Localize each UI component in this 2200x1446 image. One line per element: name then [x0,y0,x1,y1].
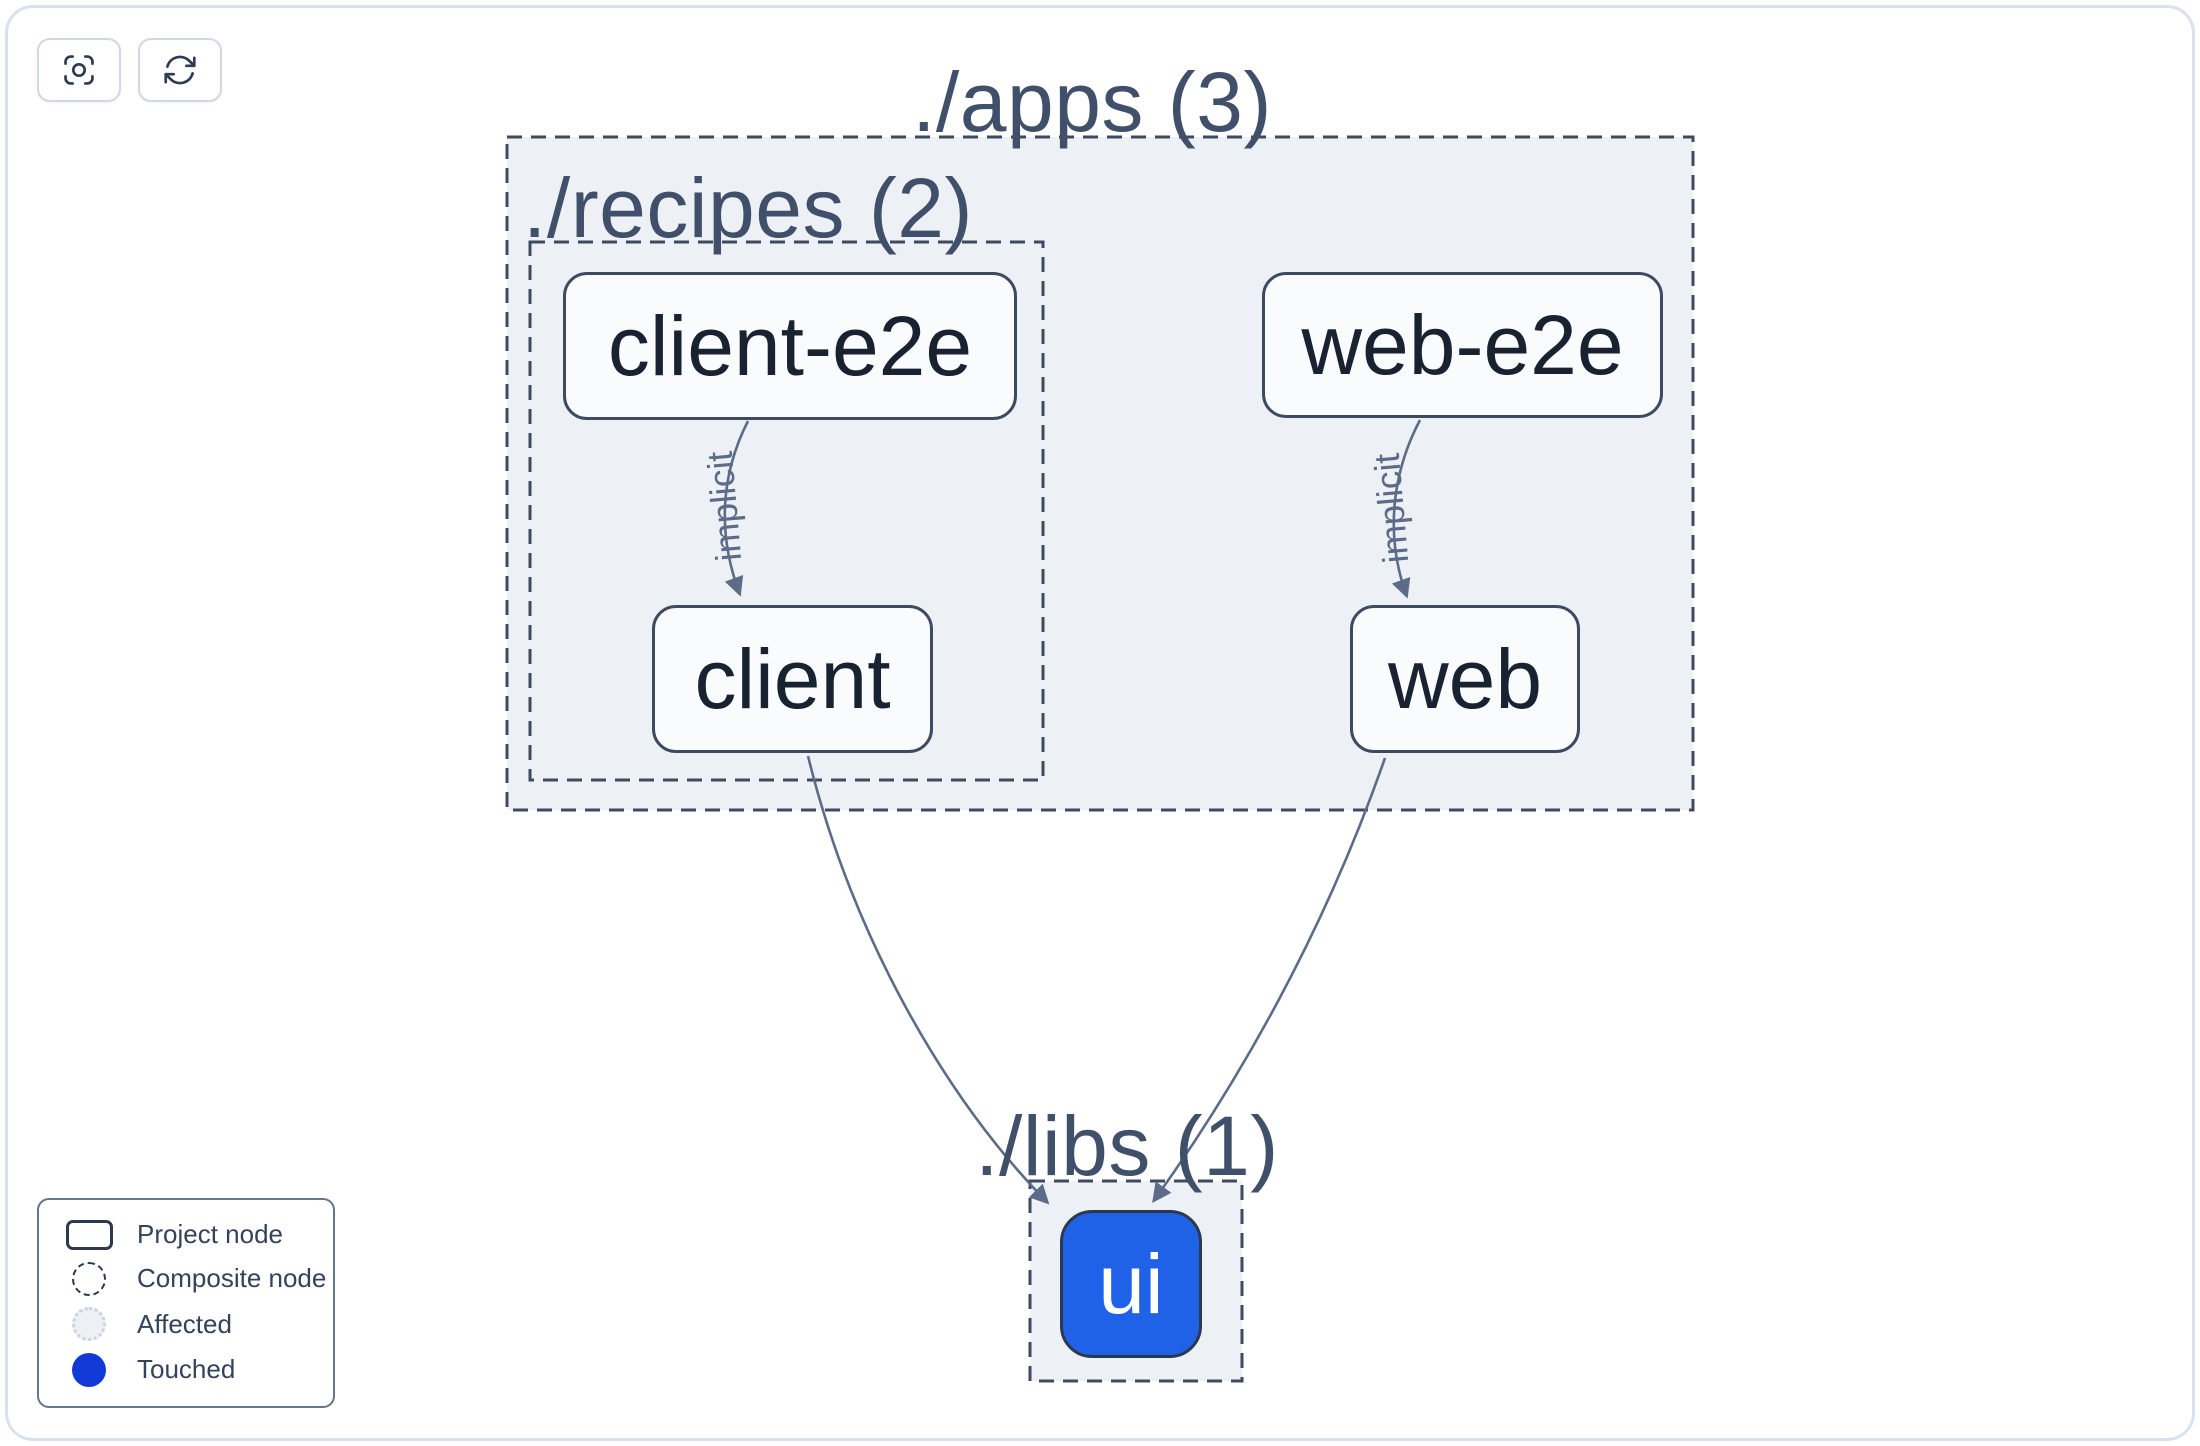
viewfinder-icon [64,55,94,85]
edge-web-e2e-to-web[interactable] [1391,419,1422,599]
edge-web-to-ui[interactable] [1152,757,1387,1203]
refresh-icon [164,55,196,85]
group-label-recipes[interactable]: ./recipes (2) [523,161,973,255]
legend-item-label: Affected [137,1308,232,1339]
node-client-e2e[interactable]: client-e2e [563,272,1017,420]
legend-item-affected: Affected [39,1307,333,1342]
legend-item-composite-node: Composite node [39,1261,333,1296]
group-label-libs[interactable]: ./libs (1) [975,1099,1279,1193]
legend-item-label: Touched [137,1354,236,1385]
node-web-e2e[interactable]: web-e2e [1262,272,1663,418]
node-client[interactable]: client [652,605,933,753]
composite-node-swatch [72,1261,106,1296]
node-label: web [1387,631,1543,726]
legend-item-label: Composite node [137,1263,327,1294]
edge-label-implicit: implicit [1366,452,1416,565]
node-label: client-e2e [607,298,973,393]
node-label: ui [1098,1236,1164,1331]
node-label: client [694,631,891,726]
group-label-apps[interactable]: ./apps (3) [912,55,1272,149]
refresh-graph-button[interactable] [138,38,222,102]
affected-swatch [72,1307,106,1342]
edge-client-e2e-to-client[interactable] [723,420,750,597]
node-ui[interactable]: ui [1060,1210,1202,1358]
legend-item-label: Project node [137,1219,283,1250]
touched-swatch [72,1352,106,1387]
center-graph-button[interactable] [37,38,121,102]
node-label: web-e2e [1301,297,1624,392]
legend-panel: Project node Composite node Affected Tou… [37,1198,335,1408]
legend-item-project-node: Project node [39,1219,333,1250]
edge-client-to-ui[interactable] [806,755,1050,1205]
node-web[interactable]: web [1350,605,1580,753]
legend-item-touched: Touched [39,1352,333,1387]
edge-label-implicit: implicit [699,450,749,563]
project-node-swatch [65,1219,113,1250]
